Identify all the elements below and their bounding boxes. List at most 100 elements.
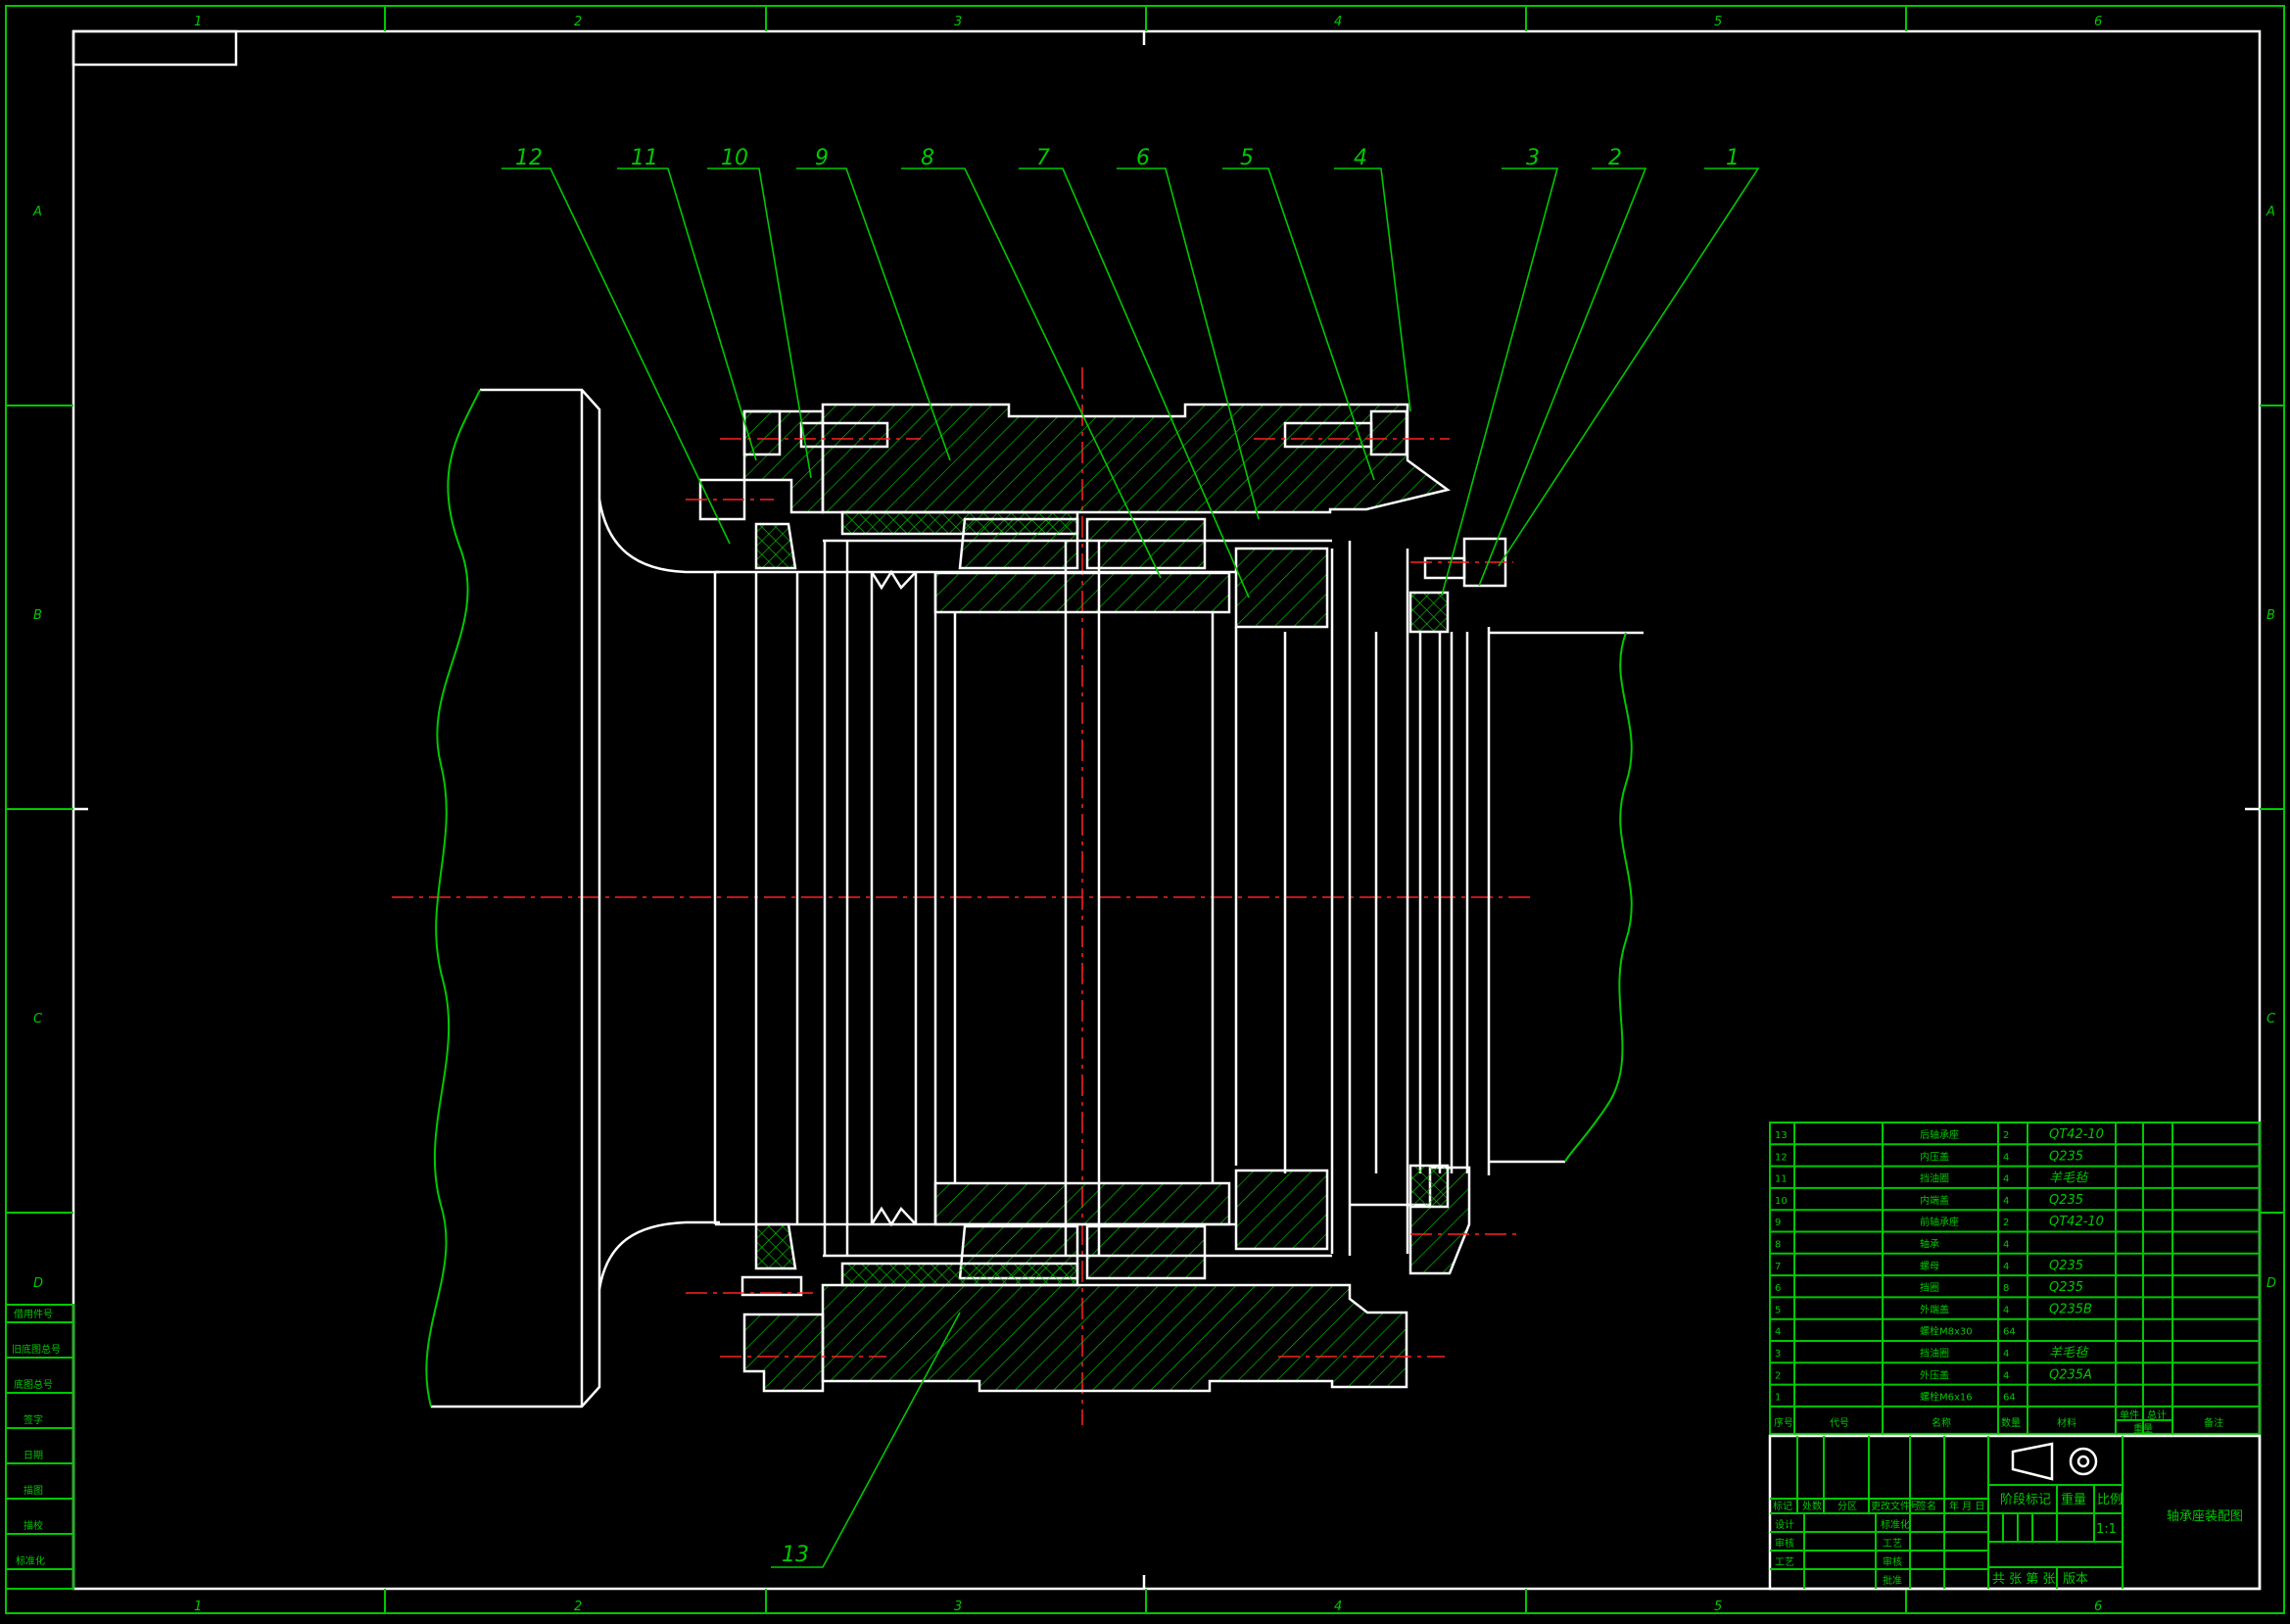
seals [698,478,1507,1270]
bolt-centerlines [686,438,1518,1358]
bom-row-name: 后轴承座 [1920,1128,1959,1141]
scale-label: 比例 [2097,1493,2123,1507]
bom-row-name: 外端盖 [1920,1303,1949,1315]
bom-row-no: 9 [1775,1218,1781,1228]
callout-5: 5 [1240,146,1254,170]
bom-row-material: Q235 [2049,1259,2083,1273]
bom-row-material: Q235A [2049,1367,2092,1382]
sheet-count: 共 张 第 张 [1992,1572,2055,1587]
svg-text:标记: 标记 [1773,1501,1792,1512]
col-label-bottom: 3 [954,1600,962,1614]
callout-6: 6 [1136,146,1150,170]
bom-row-no: 1 [1775,1393,1781,1404]
col-label-bottom: 1 [194,1600,202,1614]
col-label-top: 3 [954,15,962,29]
bom-row-material: Q235 [2049,1280,2083,1295]
bolt-right [1423,556,1466,580]
bom-row-material: QT42-10 [2049,1127,2104,1142]
col-label-top: 5 [1714,15,1722,29]
stage-mark-label: 阶段标记 [2000,1493,2051,1507]
right-shaft [1489,631,1644,1164]
bom-row-name: 内端盖 [1920,1194,1949,1207]
svg-text:审核: 审核 [1775,1537,1794,1550]
svg-text:签字: 签字 [24,1413,43,1426]
bom-row-name: 挡油圈 [1920,1347,1949,1360]
callout-leaders [501,167,1760,1568]
bom-row-qty: 4 [2003,1349,2009,1360]
bom-row-qty: 4 [2003,1370,2009,1381]
callout-13: 13 [782,1543,809,1567]
svg-text:标准化: 标准化 [1881,1518,1910,1531]
bom-row-name: 轴承 [1920,1238,1939,1251]
weight-label: 重量 [2061,1492,2086,1507]
svg-text:处数: 处数 [1802,1500,1822,1512]
bom-row-qty: 4 [2003,1305,2009,1315]
bom-row-name: 挡油圈 [1920,1172,1949,1185]
svg-text:底图总号: 底图总号 [14,1378,53,1391]
side-stamp-strip [5,1304,74,1590]
bom-row-qty: 64 [2003,1327,2016,1338]
svg-text:分区: 分区 [1837,1501,1857,1512]
version-label: 版本 [2063,1572,2088,1587]
bom-row-qty: 4 [2003,1196,2009,1207]
bom-header-name: 名称 [1932,1416,1951,1429]
col-label-top: 6 [2094,15,2102,29]
callout-2: 2 [1608,146,1622,170]
bom-row-name: 外压盖 [1920,1368,1949,1381]
svg-text:更改文件号: 更改文件号 [1871,1500,1920,1512]
row-label-left: B [33,608,42,623]
callout-1: 1 [1726,146,1740,170]
callout-3: 3 [1526,146,1540,170]
bom-row-material: 羊毛毡 [2049,1171,2089,1186]
svg-text:签名: 签名 [1917,1500,1936,1512]
bom-header-unit: 单件 [2120,1409,2139,1421]
bom-row-name: 内压盖 [1920,1150,1949,1163]
row-label-right: C [2266,1012,2276,1027]
bom-row-name: 螺栓M6x16 [1920,1391,1973,1404]
column-labels: 1 2 3 4 5 6 1 2 3 4 5 6 A B C D A B C D [32,15,2276,1614]
bolt-bottom-left [740,1275,803,1297]
callout-8: 8 [921,146,934,170]
centering-marks [73,31,2260,1589]
row-label-right: B [2266,608,2275,623]
svg-text:工艺: 工艺 [1883,1538,1902,1550]
bom-row-no: 10 [1775,1196,1788,1207]
bom-header-weight: 重量 [2133,1422,2153,1435]
bearing-left [840,510,1231,1287]
column-dividers [6,6,2284,1613]
bom-row-name: 螺栓M8x30 [1920,1325,1973,1338]
bom-header-total: 总计 [2147,1409,2167,1421]
row-label-left: A [32,205,42,219]
bom-row-name: 螺母 [1920,1261,1939,1272]
svg-text:批准: 批准 [1883,1574,1902,1587]
bom-row-no: 3 [1775,1349,1781,1360]
svg-text:描图: 描图 [24,1484,43,1497]
bom-row-material: QT42-10 [2049,1215,2104,1229]
svg-text:工艺: 工艺 [1775,1556,1794,1568]
svg-text:日期: 日期 [24,1450,43,1461]
bolt-head-top-left [742,409,782,456]
bolt-head-top-right [1369,409,1408,456]
bom-row-no: 13 [1775,1130,1788,1141]
svg-text:标准化: 标准化 [16,1554,45,1567]
bom-header-remark: 备注 [2204,1416,2223,1429]
callout-9: 9 [815,146,829,170]
bom-row-qty: 4 [2003,1152,2009,1163]
bolt-top-left [799,421,889,449]
bom-row-no: 5 [1775,1305,1781,1315]
bom-row-no: 7 [1775,1262,1781,1272]
svg-text:旧底图总号: 旧底图总号 [12,1343,61,1356]
bom-header-qty: 数量 [2001,1416,2021,1429]
row-label-left: C [33,1012,43,1027]
bom-row-qty: 8 [2003,1283,2009,1294]
bom-row-material: 羊毛毡 [2049,1346,2089,1361]
bom-row-qty: 4 [2003,1174,2009,1185]
bom-row-no: 6 [1775,1283,1781,1294]
svg-text:审核: 审核 [1883,1555,1902,1568]
left-shaft-flange [425,388,720,1409]
callout-12: 12 [515,146,543,170]
bom-row-no: 8 [1775,1240,1781,1251]
bom-header-material: 材料 [2057,1416,2076,1429]
